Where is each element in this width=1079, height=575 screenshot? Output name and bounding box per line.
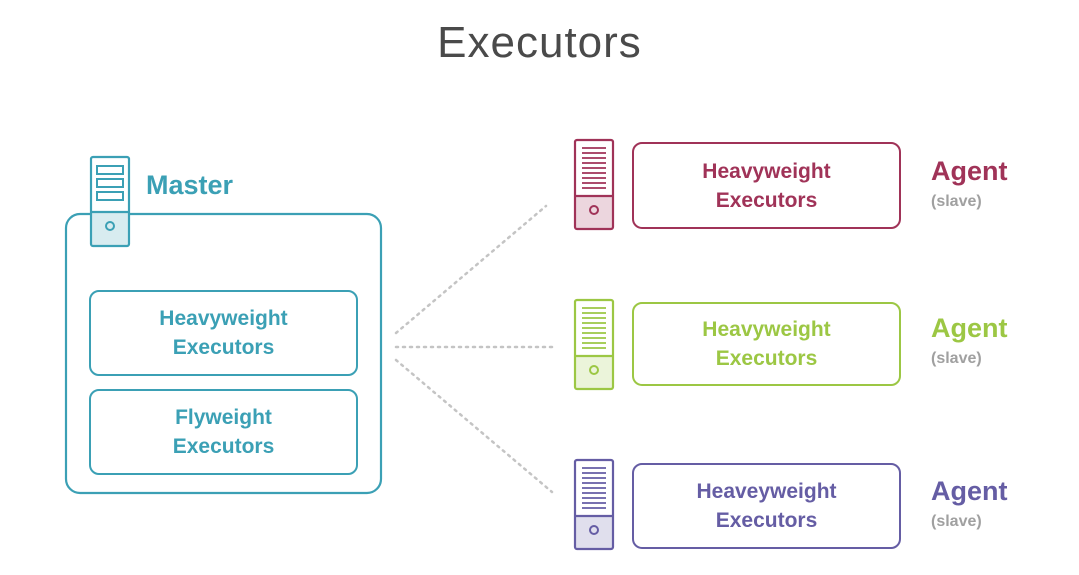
agent-2-subtitle: (slave) (931, 350, 982, 367)
diagram-title: Executors (437, 18, 642, 67)
agent-1-server-icon (573, 138, 615, 231)
agent-2-name: Agent (931, 313, 1008, 343)
agent-1-name: Agent (931, 156, 1008, 186)
agent-2-box-line-2: Executors (715, 347, 818, 370)
connector-bottom (394, 358, 554, 494)
agent-3-box-line-2: Executors (715, 509, 818, 532)
agent-1-heavyweight-executors-box: Heavyweight Executors (632, 142, 901, 229)
master-container (64, 212, 383, 495)
master-box-1-line-2: Executors (172, 336, 275, 359)
master-label: Master (146, 170, 234, 200)
master-heavyweight-executors-box: Heavyweight Executors (89, 290, 358, 376)
agent-3-box-line-1: Heaveyweight (696, 480, 837, 503)
agent-2-server-icon (573, 298, 615, 391)
master-flyweight-executors-box: Flyweight Executors (89, 389, 358, 475)
agent-2-heavyweight-executors-box: Heavyweight Executors (632, 302, 901, 386)
agent-3-subtitle: (slave) (931, 513, 982, 530)
agent-1-box-line-1: Heavyweight (702, 159, 831, 183)
agent-2-box-line-1: Heavyweight (702, 318, 831, 341)
agent-1-subtitle: (slave) (931, 193, 982, 210)
agent-3-heaveyweight-executors-box: Heaveyweight Executors (632, 463, 901, 549)
agent-1-box-line-2: Executors (715, 188, 818, 212)
master-box-1-line-1: Heavyweight (159, 307, 288, 330)
connector-top (394, 204, 548, 335)
agent-3-server-icon (573, 458, 615, 551)
master-box-2-line-1: Flyweight (175, 406, 272, 429)
agent-3-name: Agent (931, 476, 1008, 506)
master-box-2-line-2: Executors (172, 435, 275, 458)
master-server-icon (89, 155, 131, 248)
